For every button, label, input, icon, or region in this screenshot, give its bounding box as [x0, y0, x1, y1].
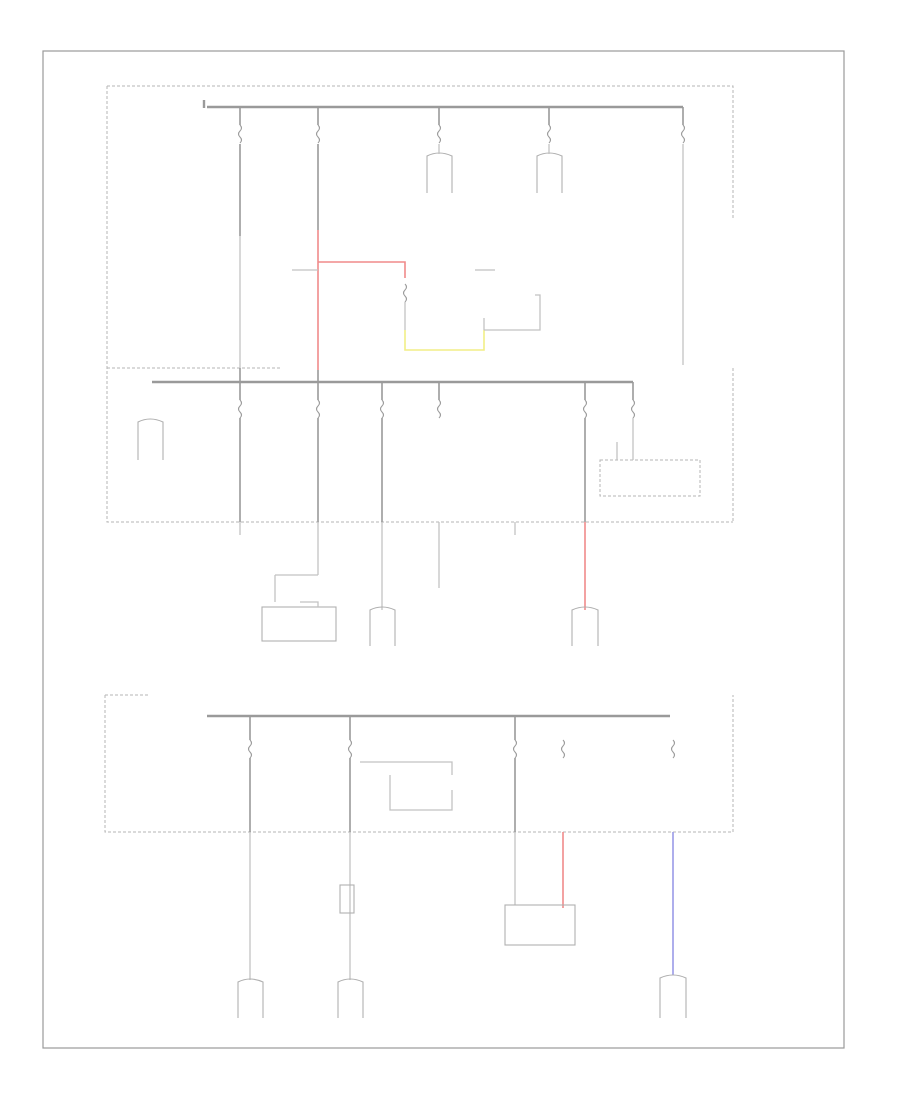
- control-unit-box: [599, 459, 701, 497]
- inline-component: [339, 884, 355, 914]
- relay-component: [536, 152, 563, 193]
- relay-component: [571, 606, 599, 646]
- fuse-symbol: [436, 399, 442, 419]
- relay-component: [659, 974, 687, 1018]
- relay-switch: [274, 574, 319, 607]
- fuse-symbol: [670, 739, 676, 759]
- fuse-symbol: [347, 739, 353, 759]
- bottom-components: [237, 832, 687, 1018]
- fuse-symbol: [560, 739, 566, 759]
- lower-fuse-box-border: [104, 695, 734, 833]
- fuse-symbol: [315, 399, 321, 419]
- middle-connectors: [239, 522, 599, 646]
- fuse-symbol: [630, 399, 636, 419]
- fuse-symbol: [402, 283, 408, 303]
- relay-component: [137, 418, 164, 460]
- control-unit: [504, 904, 576, 946]
- fuse-symbol: [582, 399, 588, 419]
- page-frame: [42, 50, 845, 1049]
- red-branch-wire: [318, 261, 406, 278]
- control-module-leader: [484, 294, 541, 331]
- relay-component: [337, 978, 364, 1018]
- upper-fuse-box-border: [106, 85, 734, 523]
- relay-box: [261, 606, 337, 642]
- fuse-symbol: [436, 124, 442, 144]
- yellow-loop-wire: [404, 330, 485, 351]
- fuse-symbol: [247, 739, 253, 759]
- relay-component: [426, 152, 453, 193]
- fuse-symbol: [379, 399, 385, 419]
- fuse-symbol: [237, 399, 243, 419]
- lower-fuse-box: [104, 694, 734, 833]
- fuse-symbol: [680, 124, 686, 144]
- fuse-symbol: [237, 124, 243, 144]
- fuse-symbol: [315, 124, 321, 144]
- fuse-symbol: [512, 739, 518, 759]
- relay-switch: [360, 761, 453, 811]
- relay-component: [369, 606, 396, 646]
- fuse-symbol: [546, 124, 552, 144]
- relay-component: [237, 978, 264, 1018]
- upper-fuse-box: [106, 85, 734, 523]
